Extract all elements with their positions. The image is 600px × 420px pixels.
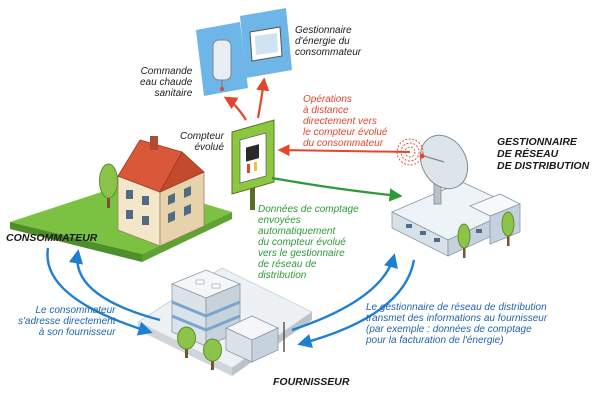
smart-meter-icon — [231, 119, 275, 210]
distribution-center — [391, 181, 521, 257]
label-consommateur-fournisseur: Le consommateur s'adresse directement à … — [18, 305, 116, 338]
satellite-dish-icon — [419, 134, 469, 205]
arrow-consumer-to-supplier-a — [46, 247, 153, 336]
arrow-remote-operations — [277, 144, 411, 157]
tree-icon — [457, 223, 471, 258]
tree-icon — [501, 211, 515, 246]
tree-icon — [177, 326, 196, 358]
energy-manager-icon — [240, 8, 292, 78]
arrow-meter-data — [271, 176, 403, 202]
label-operations: Opérations à distance directement vers l… — [303, 94, 388, 149]
arrow-consumer-to-supplier-b — [68, 249, 161, 322]
tree-icon — [203, 338, 222, 370]
label-gestionnaire-reseau: GESTIONNAIRE DE RÉSEAU DE DISTRIBUTION — [497, 136, 590, 172]
arrow-grid-to-supplier-a — [297, 259, 416, 348]
consumer-house — [117, 136, 205, 247]
label-consommateur: CONSOMMATEUR — [6, 232, 98, 244]
label-gestionnaire-energie: Gestionnaire d'énergie du consommateur — [295, 25, 362, 58]
tree-icon — [99, 163, 118, 208]
label-gestionnaire-transmet: Le gestionnaire de réseau de distributio… — [366, 302, 548, 346]
label-donnees-comptage: Données de comptage envoyées automatique… — [258, 204, 359, 281]
water-heater-icon — [196, 22, 248, 96]
arrow-grid-to-supplier-b — [291, 253, 398, 332]
arrow-meter-to-manager — [256, 77, 270, 119]
label-fournisseur: FOURNISSEUR — [273, 376, 350, 388]
arrow-meter-to-water — [223, 96, 247, 121]
label-compteur: Compteur évolué — [180, 131, 224, 153]
label-commande-eau: Commande eau chaude sanitaire — [140, 66, 193, 99]
